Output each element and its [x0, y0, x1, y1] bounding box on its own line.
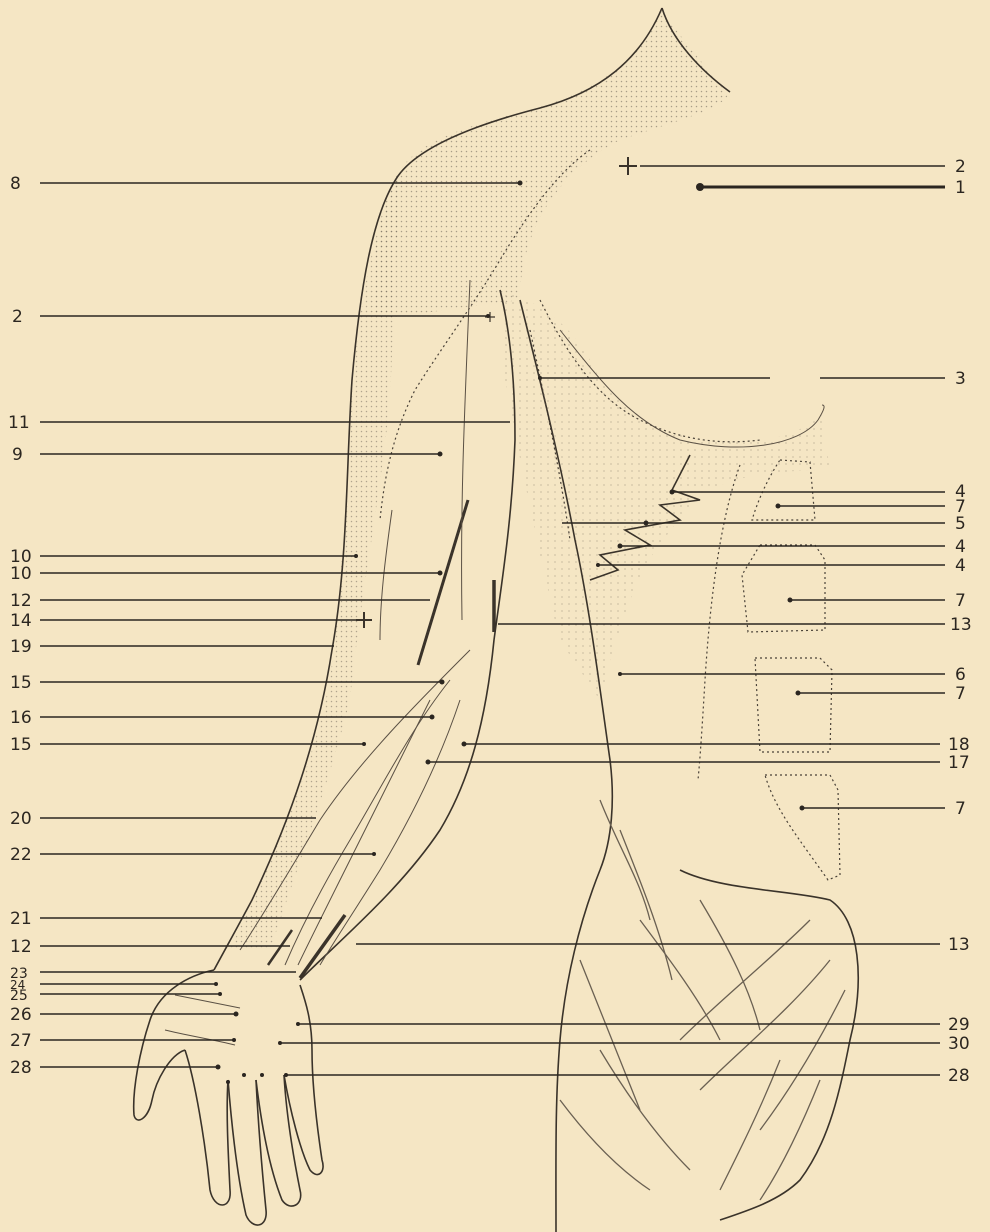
label-text: 7 [955, 799, 966, 819]
label-left-20: 20 [10, 809, 316, 829]
label-right-18: 18 [462, 735, 970, 755]
label-text: 27 [10, 1031, 32, 1051]
label-text: 2 [955, 157, 966, 177]
label-right-17: 17 [426, 753, 970, 773]
label-text: 14 [10, 611, 32, 631]
label-text: 10 [10, 564, 32, 584]
label-text: 7 [955, 684, 966, 704]
label-left-11: 11 [8, 413, 510, 433]
label-right-7c: 7 [796, 684, 966, 704]
label-text: 20 [10, 809, 32, 829]
label-text: 15 [10, 673, 32, 693]
label-text: 13 [950, 615, 972, 635]
label-text: 11 [8, 413, 30, 433]
label-left-15a: 15 [10, 673, 445, 693]
label-text: 8 [10, 174, 21, 194]
label-right-7a: 7 [776, 497, 966, 517]
label-text: 6 [955, 665, 966, 685]
label-text: 9 [12, 445, 23, 465]
label-text: 22 [10, 845, 32, 865]
shoulder-shading [372, 10, 728, 320]
label-text: 5 [955, 514, 966, 534]
label-text: 12 [10, 591, 32, 611]
label-text: 25 [10, 988, 28, 1004]
label-left-14: 14 [10, 611, 356, 631]
label-left-19: 19 [10, 637, 334, 657]
label-text: 30 [948, 1034, 970, 1054]
label-left-25: 25 [10, 988, 222, 1004]
label-left-16: 16 [10, 708, 435, 728]
label-text: 4 [955, 556, 966, 576]
label-right-6: 6 [618, 665, 966, 685]
label-text: 16 [10, 708, 32, 728]
label-text: 28 [948, 1066, 970, 1086]
label-text: 26 [10, 1005, 32, 1025]
label-right-2: 2 [640, 157, 966, 177]
label-left-26: 26 [10, 1005, 239, 1025]
label-text: 1 [955, 178, 966, 198]
label-right-28: 28 [226, 1066, 970, 1086]
label-text: 4 [955, 537, 966, 557]
torso-shading [500, 290, 830, 700]
label-right-4c: 4 [596, 556, 966, 576]
arm-shading [230, 170, 400, 950]
label-right-1: 1 [696, 178, 966, 198]
label-text: 19 [10, 637, 32, 657]
label-text: 29 [948, 1015, 970, 1035]
label-text: 13 [948, 935, 970, 955]
label-text: 12 [10, 937, 32, 957]
label-right-7d: 7 [800, 799, 966, 819]
label-text: 17 [948, 753, 970, 773]
label-left-10b: 10 [10, 564, 443, 584]
label-left-22: 22 [10, 845, 376, 865]
label-text: 2 [12, 307, 23, 327]
label-left-12a: 12 [10, 591, 430, 611]
label-text: 7 [955, 591, 966, 611]
label-right-7b: 7 [788, 591, 966, 611]
label-right-29: 29 [296, 1015, 970, 1035]
label-text: 21 [10, 909, 32, 929]
label-text: 18 [948, 735, 970, 755]
label-left-23: 23 [10, 966, 296, 982]
label-right-30: 30 [278, 1034, 970, 1054]
label-text: 3 [955, 369, 966, 389]
label-text: 15 [10, 735, 32, 755]
label-left-10a: 10 [10, 547, 358, 567]
label-text: 28 [10, 1058, 32, 1078]
label-left-27: 27 [10, 1031, 236, 1051]
label-right-4b: 4 [618, 537, 966, 557]
